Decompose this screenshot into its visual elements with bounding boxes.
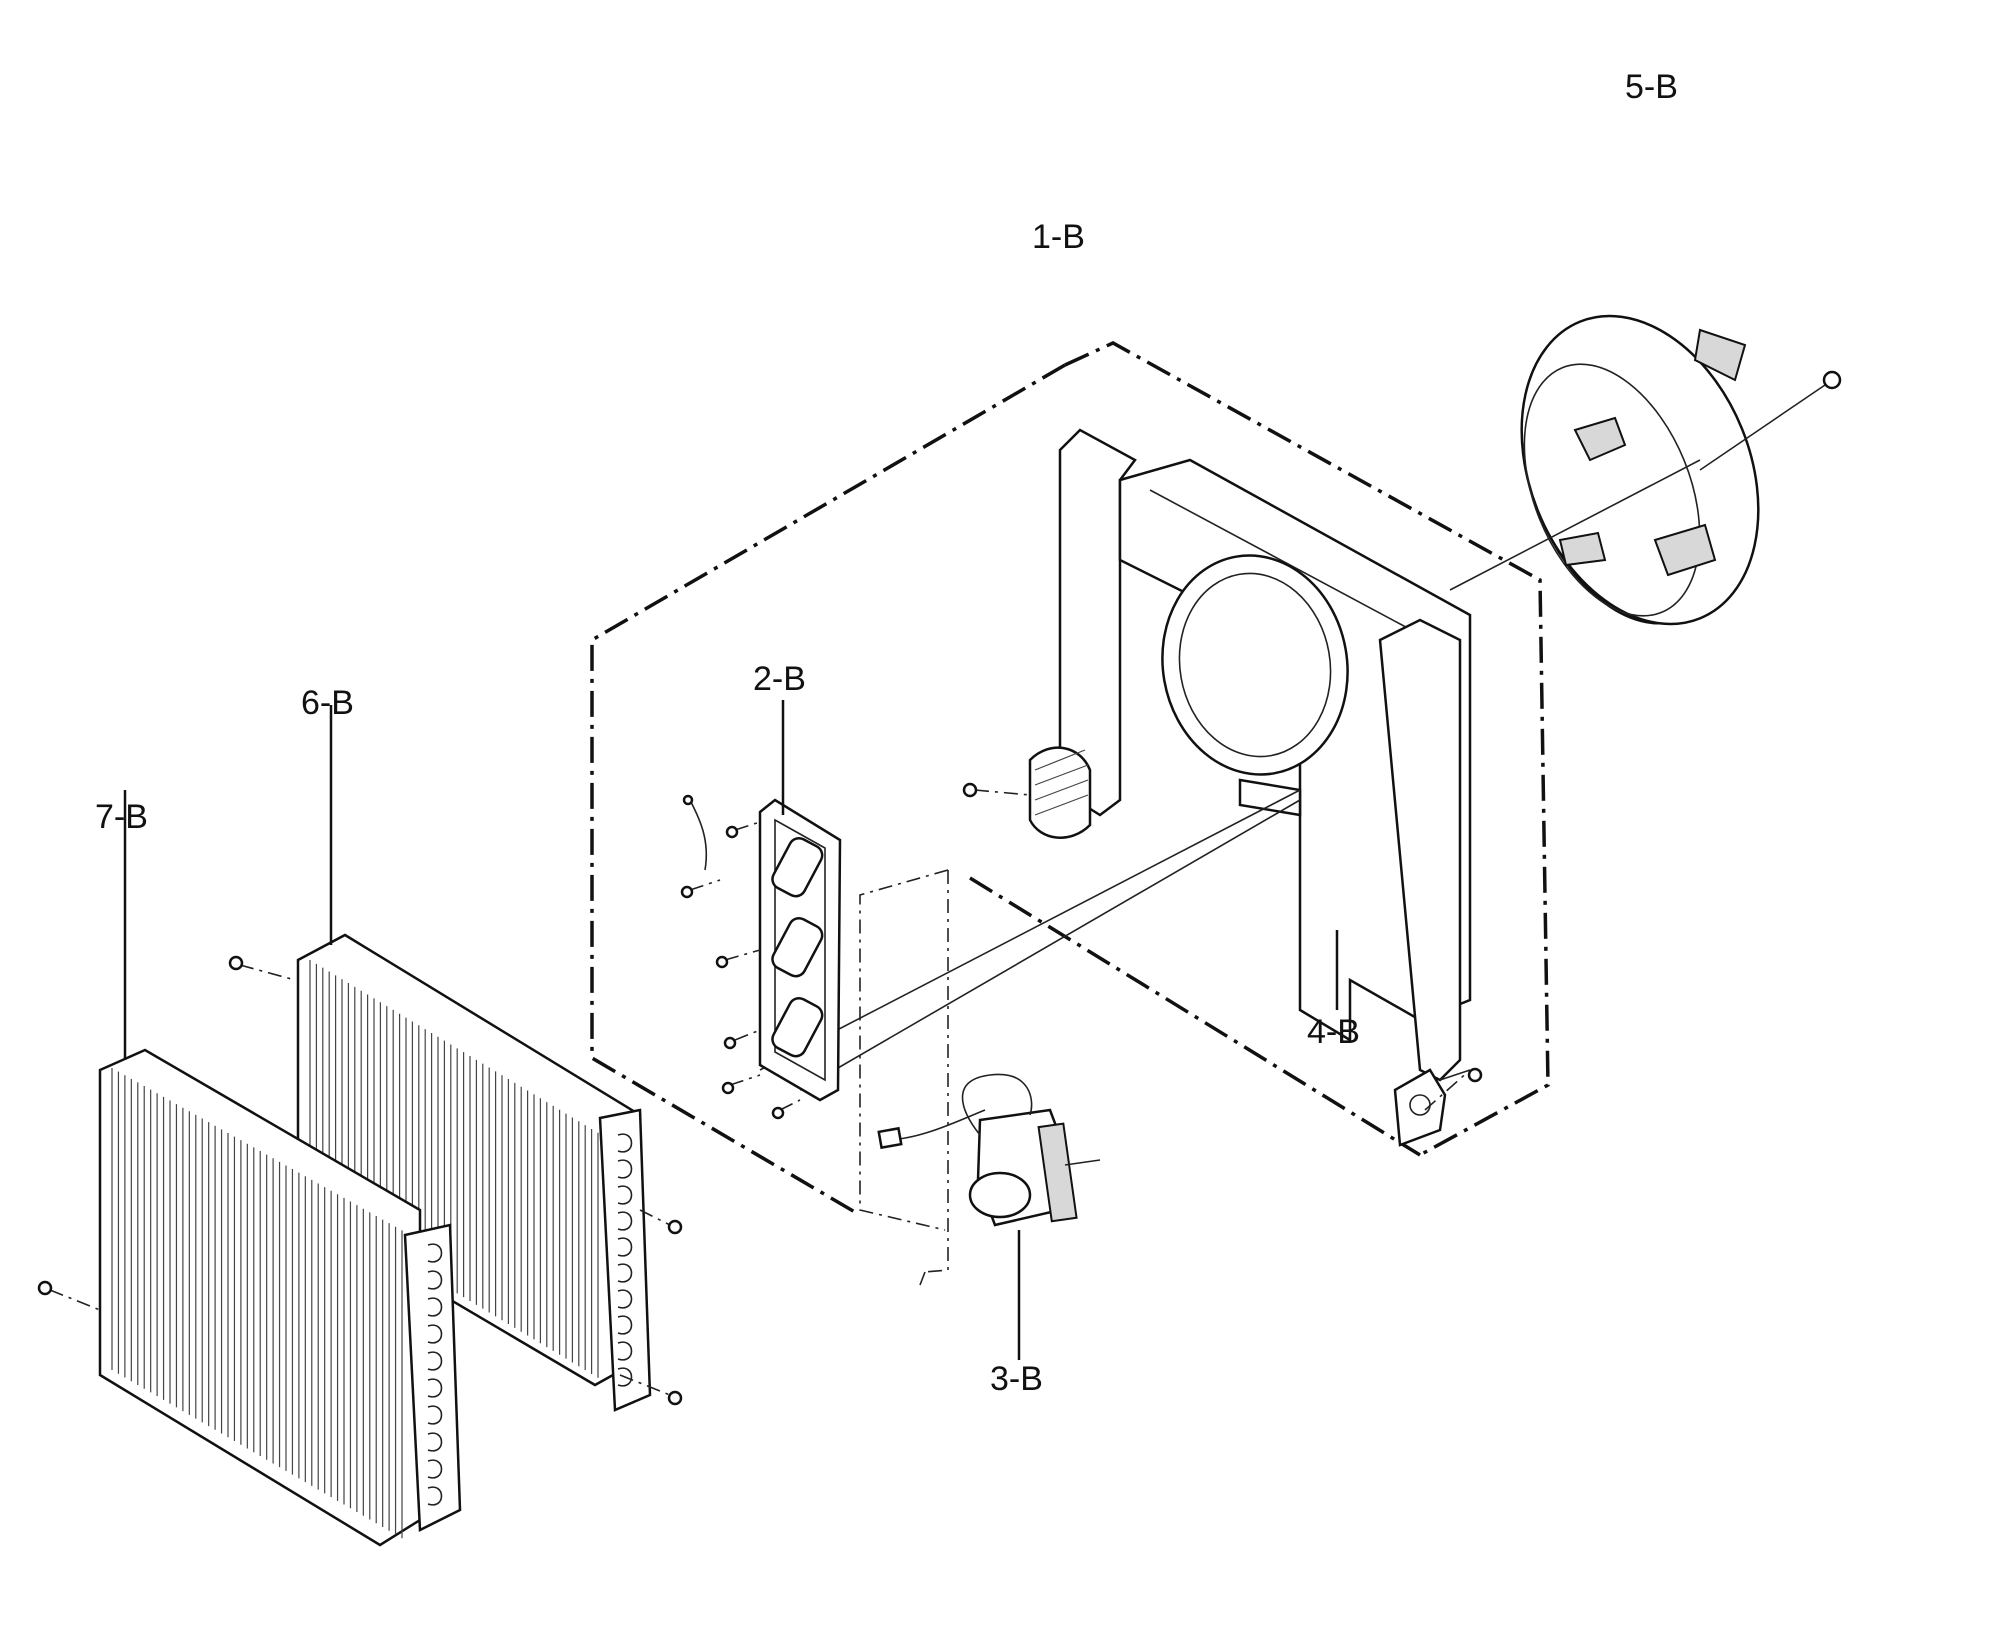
coil-tube-bend	[617, 1341, 633, 1361]
label-part-6b: 6-B	[301, 684, 354, 722]
coil-tube-bend	[617, 1315, 633, 1335]
control-bracket-2b	[680, 700, 842, 1120]
coil-tube-bend	[617, 1263, 633, 1283]
coil-tube-bend	[427, 1351, 443, 1371]
coil-tube-bend	[427, 1459, 443, 1479]
coil-tube-bend	[617, 1133, 633, 1153]
fan-wheel-5b	[1449, 314, 1842, 626]
coil-tube-bend	[427, 1405, 443, 1425]
part-4b-screw	[1335, 930, 1483, 1111]
coil-tube-bend	[617, 1185, 633, 1205]
coil-tube-bend	[427, 1486, 443, 1506]
coil-tube-bend	[427, 1270, 443, 1290]
shroud-housing	[759, 428, 1472, 1147]
coil-tube-bend	[427, 1378, 443, 1398]
coil-tube-bend	[427, 1297, 443, 1317]
label-part-5b: 5-B	[1625, 68, 1678, 106]
label-part-1b: 1-B	[1032, 218, 1085, 256]
assembly-1b-outline	[590, 341, 1550, 1273]
coil-tube-bend	[617, 1289, 633, 1309]
coil-tube-bend	[617, 1367, 633, 1387]
label-part-4b: 4-B	[1307, 1013, 1360, 1051]
coil-tube-bend	[427, 1243, 443, 1263]
coil-6b	[228, 705, 683, 1412]
coil-7b	[37, 790, 462, 1547]
coil-tube-bend	[617, 1159, 633, 1179]
label-part-7b: 7-B	[95, 798, 148, 836]
label-part-2b: 2-B	[753, 660, 806, 698]
label-part-3b: 3-B	[990, 1360, 1043, 1398]
coil-tube-bend	[427, 1432, 443, 1452]
motor-3b	[859, 869, 1101, 1360]
coil-tube-bend	[617, 1211, 633, 1231]
coil-tube-bend	[427, 1324, 443, 1344]
coil-tube-bend	[617, 1237, 633, 1257]
